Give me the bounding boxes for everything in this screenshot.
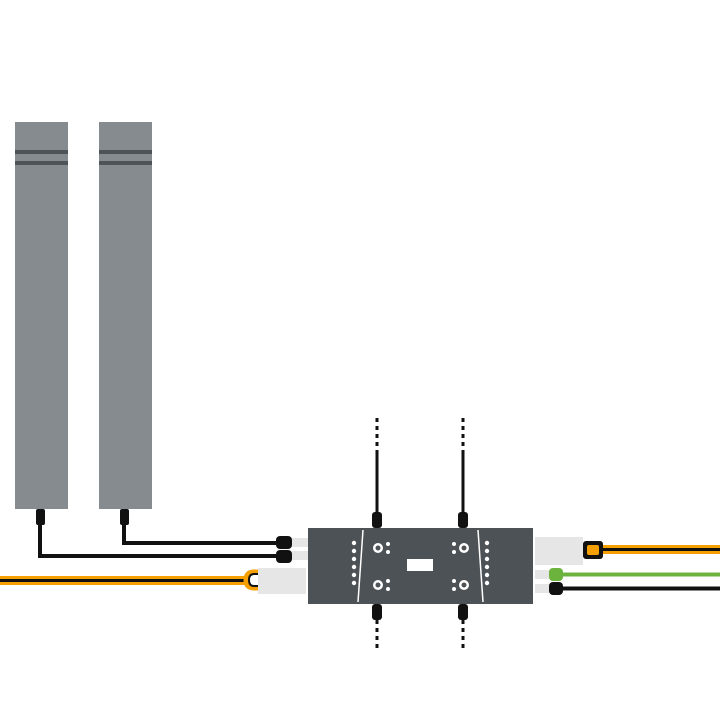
output-cable-black xyxy=(535,582,720,595)
sensor-stripe xyxy=(99,161,152,165)
sensor-bar-icon xyxy=(15,122,68,509)
connector-plug xyxy=(276,550,292,563)
sensor-stripe xyxy=(99,150,152,154)
sensor-connector xyxy=(120,509,129,525)
led-column-right xyxy=(484,540,490,586)
connector-plug xyxy=(276,536,292,549)
output-connector xyxy=(535,537,583,565)
sensor-cable-connectors xyxy=(276,536,308,563)
output-cable-green xyxy=(535,568,720,581)
power-connector xyxy=(258,568,306,594)
safety-controller xyxy=(308,528,533,604)
cascade-cable-top-left xyxy=(372,418,382,528)
cascade-cable-bottom-left xyxy=(372,604,382,648)
output-cable-yellow xyxy=(603,545,720,554)
port-cluster-bottom-right xyxy=(452,579,469,591)
receiver-cable xyxy=(122,525,280,545)
cascade-cable-top-right xyxy=(458,418,468,528)
led-column-left xyxy=(351,540,357,586)
power-cable-left xyxy=(0,568,306,594)
light-curtain-emitter xyxy=(15,122,68,525)
emitter-cable xyxy=(38,525,280,558)
connector-socket xyxy=(292,538,308,547)
cascade-cable-bottom-right xyxy=(458,604,468,648)
sensor-connector xyxy=(36,509,45,525)
sensor-bar-icon xyxy=(99,122,152,509)
connector-socket xyxy=(292,551,308,560)
terminal-separator xyxy=(357,529,364,603)
port-cluster-top-right xyxy=(452,542,469,554)
cable-loop xyxy=(243,569,258,591)
sensor-stripe xyxy=(15,161,68,165)
port-cluster-bottom-left xyxy=(373,579,390,591)
output-connector-block xyxy=(535,537,603,565)
light-curtain-receiver xyxy=(99,122,152,525)
sensor-stripe xyxy=(15,150,68,154)
port-cluster-top-left xyxy=(373,542,390,554)
terminal-separator xyxy=(477,529,484,603)
display-window xyxy=(407,559,433,571)
